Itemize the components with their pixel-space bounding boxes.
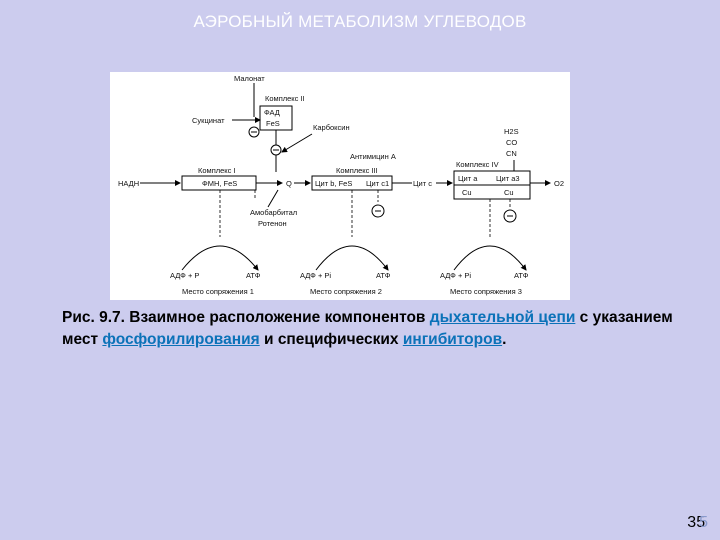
caption-text: и специфических	[259, 331, 403, 348]
carboxin-label: Карбоксин	[313, 123, 350, 132]
cu-b-label: Cu	[504, 188, 514, 197]
q-label: Q	[286, 179, 292, 188]
cu-a-label: Cu	[462, 188, 472, 197]
complex1-label: Комплекс I	[198, 166, 236, 175]
amobarbital-arrow	[267, 189, 279, 208]
fad-label: ФАД	[264, 108, 280, 117]
site1-atp-label: АТФ	[246, 271, 261, 280]
site3-label: Место сопряжения 3	[450, 287, 522, 296]
o2-label: O2	[554, 179, 564, 188]
cn-label: CN	[506, 149, 517, 158]
nadh-label: НАДН	[118, 179, 139, 188]
page-number-value: 35	[687, 514, 706, 531]
cyt-a-label: Цит a	[458, 174, 478, 183]
cyt-c1-label: Цит c1	[366, 179, 389, 188]
site2-atp-label: АТФ	[376, 271, 391, 280]
fmn-fes-label: ФМН, FeS	[202, 179, 237, 188]
page-number: 355	[687, 514, 708, 532]
site3-atp-label: АТФ	[514, 271, 529, 280]
site1-arc	[181, 245, 259, 271]
diagram-svg: Малонат Комплекс II ФАД FeS Сукцинат Кар…	[118, 74, 564, 296]
rotenone-label: Ротенон	[258, 219, 287, 228]
succinate-label: Сукцинат	[192, 116, 225, 125]
site1-label: Место сопряжения 1	[182, 287, 254, 296]
site1-adp-label: АДФ + P	[170, 271, 199, 280]
caption-text: Рис. 9.7. Взаимное расположение компонен…	[62, 309, 430, 326]
respiratory-chain-link[interactable]: дыхательной цепи	[429, 309, 576, 326]
cyt-a3-label: Цит a3	[496, 174, 520, 183]
carboxin-arrow	[281, 133, 313, 153]
complex3-label: Комплекс III	[336, 166, 378, 175]
site3-arc	[453, 245, 527, 271]
slide-title: АЭРОБНЫЙ МЕТАБОЛИЗМ УГЛЕВОДОВ	[193, 12, 527, 31]
fes-label: FeS	[266, 119, 280, 128]
co-label: CO	[506, 138, 517, 147]
complex2-label: Комплекс II	[265, 94, 305, 103]
amobarbital-label: Амобарбитал	[250, 208, 297, 217]
site2-arc	[315, 245, 389, 271]
site3-adp-label: АДФ + Pi	[440, 271, 471, 280]
caption-text: .	[502, 331, 507, 348]
figure-caption: Рис. 9.7. Взаимное расположение компонен…	[62, 307, 702, 351]
site2-label: Место сопряжения 2	[310, 287, 382, 296]
complex4-label: Комплекс IV	[456, 160, 499, 169]
cyt-c-label: Цит c	[413, 179, 432, 188]
cyt-b-label: Цит b, FeS	[315, 179, 352, 188]
malonate-label: Малонат	[234, 74, 265, 83]
inhibitors-link[interactable]: ингибиторов	[402, 331, 503, 348]
respiratory-chain-diagram: Малонат Комплекс II ФАД FeS Сукцинат Кар…	[110, 72, 570, 300]
phosphorylation-link[interactable]: фосфорилирования	[102, 331, 260, 348]
h2s-label: H2S	[504, 127, 519, 136]
antimycin-label: Антимицин А	[350, 152, 396, 161]
caption-text: с указанием мест	[62, 309, 673, 348]
page-number-ghost: 5	[699, 514, 708, 531]
site2-adp-label: АДФ + Pi	[300, 271, 331, 280]
